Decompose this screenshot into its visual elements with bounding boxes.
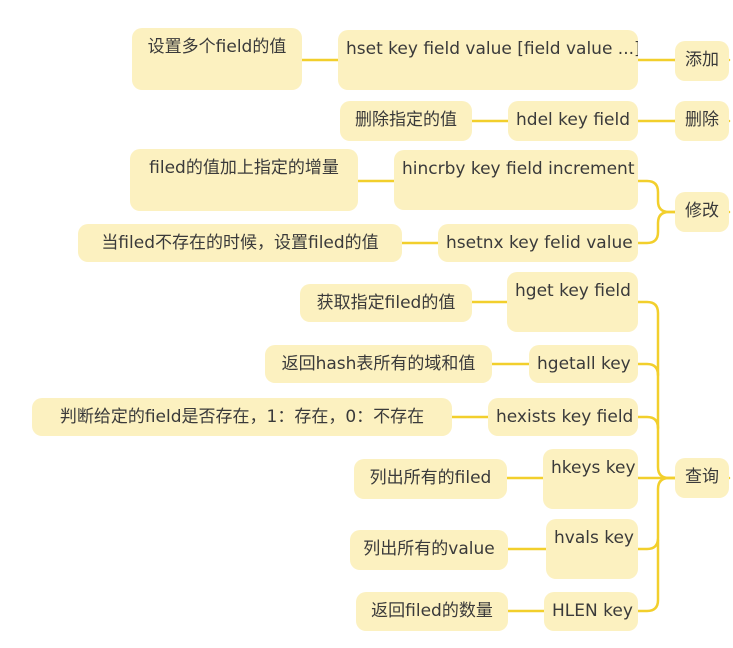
command-hexists[interactable]: hexists key field <box>488 398 638 436</box>
category-modify[interactable]: 修改 <box>675 192 729 232</box>
description-hkeys[interactable]: 列出所有的filed <box>354 459 507 499</box>
description-hincrby[interactable]: filed的值加上指定的增量 <box>130 149 358 211</box>
command-hsetnx[interactable]: hsetnx key felid value <box>438 224 638 262</box>
command-hset[interactable]: hset key field value [field value ...] <box>338 30 638 90</box>
command-hget[interactable]: hget key field <box>507 272 638 332</box>
command-hdel[interactable]: hdel key field <box>508 101 638 141</box>
connector-query-cmd1 <box>636 300 677 480</box>
description-hget[interactable]: 获取指定filed的值 <box>300 284 472 322</box>
command-hkeys[interactable]: hkeys key <box>543 449 638 509</box>
description-hgetall[interactable]: 返回hash表所有的域和值 <box>265 345 492 383</box>
description-hexists[interactable]: 判断给定的field是否存在，1：存在，0：不存在 <box>32 398 452 436</box>
category-add[interactable]: 添加 <box>675 41 729 81</box>
description-hdel[interactable]: 删除指定的值 <box>340 101 472 141</box>
connector-query-cmd2 <box>636 362 660 377</box>
command-hgetall[interactable]: hgetall key <box>529 345 638 383</box>
command-hlen[interactable]: HLEN key <box>544 592 638 631</box>
description-hsetnx[interactable]: 当filed不存在的时候，设置filed的值 <box>78 224 402 262</box>
connector-query-cmd6 <box>636 538 660 613</box>
connector-query-cmd5 <box>636 476 677 551</box>
command-hincrby[interactable]: hincrby key field increment <box>394 150 638 210</box>
connector-query-cmd3 <box>636 415 660 430</box>
connector-modify-cmd2 <box>636 210 677 245</box>
category-delete[interactable]: 删除 <box>675 101 729 141</box>
command-hvals[interactable]: hvals key <box>546 519 638 579</box>
connector-modify-cmd1 <box>636 179 677 214</box>
description-hvals[interactable]: 列出所有的value <box>350 530 508 570</box>
category-query[interactable]: 查询 <box>675 458 729 498</box>
description-hlen[interactable]: 返回filed的数量 <box>356 592 508 631</box>
description-hset[interactable]: 设置多个field的值 <box>132 28 302 90</box>
